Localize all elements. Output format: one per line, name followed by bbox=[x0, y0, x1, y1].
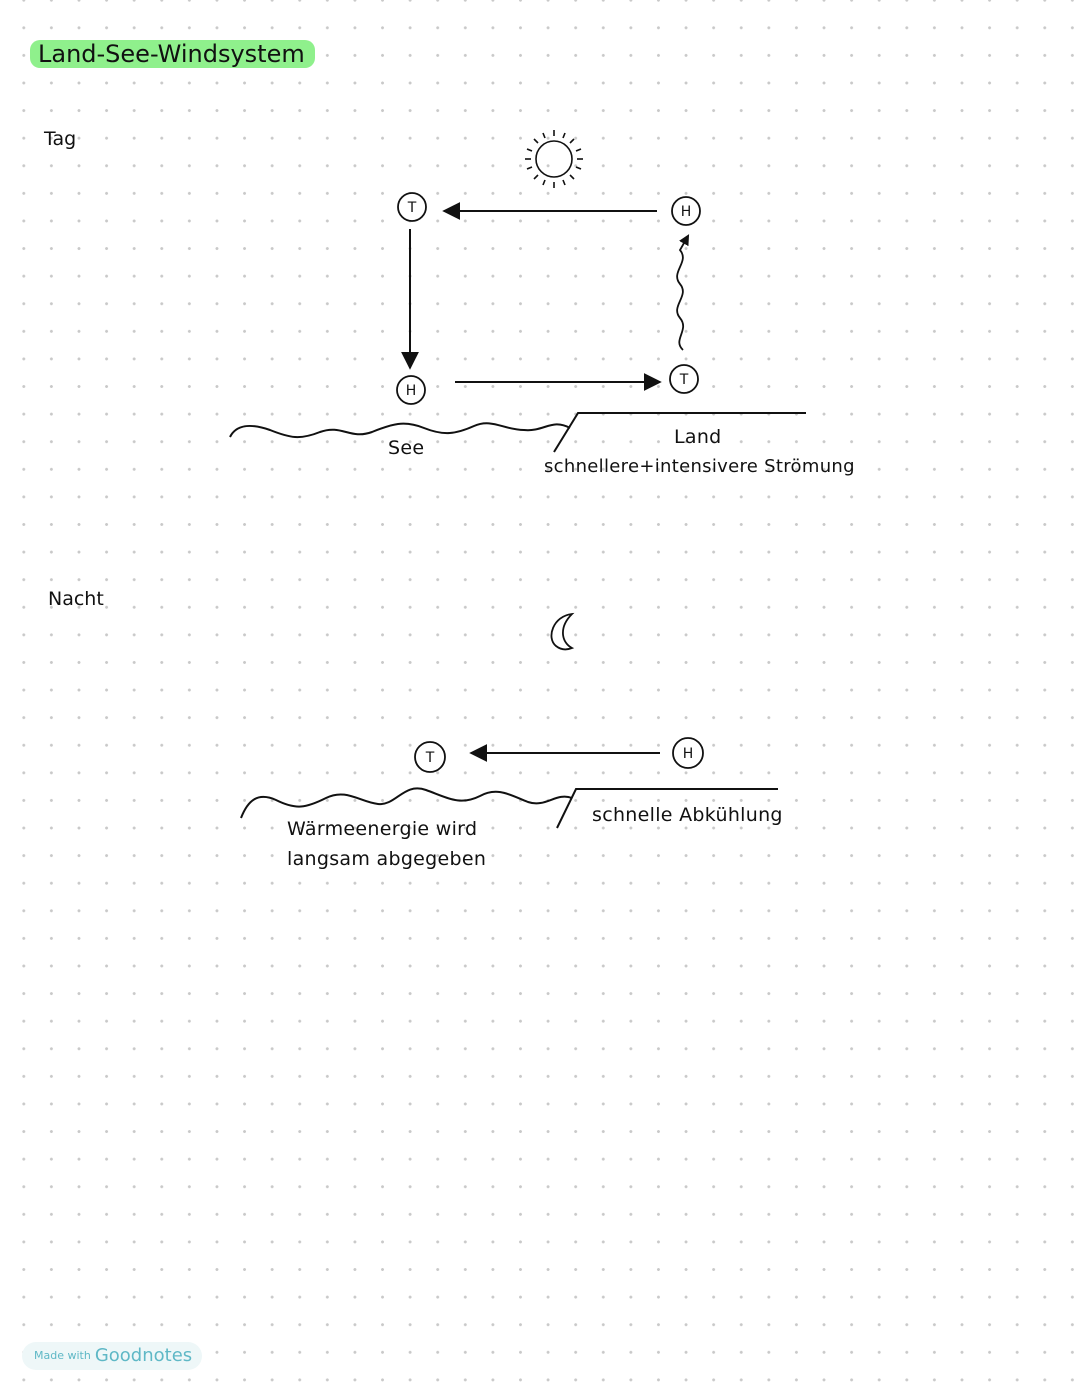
day-land-outline bbox=[553, 412, 806, 453]
day-sea-label: See bbox=[388, 437, 425, 459]
day-heading: Tag bbox=[44, 128, 77, 150]
night-sea-note-line2: langsam abgegeben bbox=[287, 848, 487, 870]
day-high-pressure-top-circle bbox=[671, 196, 701, 226]
moon-icon bbox=[550, 612, 575, 651]
day-top-right-pressure-label: H bbox=[681, 204, 692, 220]
day-bottom-right-pressure-label: T bbox=[679, 372, 689, 388]
night-left-pressure-label: T bbox=[425, 750, 435, 766]
night-low-pressure-circle bbox=[414, 741, 446, 773]
night-sea-note-line1: Wärmeenergie wird bbox=[287, 818, 478, 840]
day-low-pressure-bottom-circle bbox=[669, 364, 699, 394]
night-sea-wave bbox=[240, 787, 573, 819]
day-rising-air-arrow bbox=[676, 234, 690, 351]
day-land-label: Land bbox=[674, 426, 722, 448]
day-sea-wave bbox=[229, 422, 571, 438]
day-bottom-left-pressure-label: H bbox=[406, 383, 417, 399]
page-title: Land-See-Windsystem bbox=[30, 40, 315, 68]
night-land-outline bbox=[556, 788, 778, 829]
night-heading: Nacht bbox=[48, 588, 104, 610]
night-land-note: schnelle Abkühlung bbox=[592, 804, 783, 826]
day-high-pressure-bottom-circle bbox=[396, 375, 426, 405]
day-low-pressure-top-circle bbox=[397, 192, 427, 222]
day-land-note: schnellere+intensivere Strömung bbox=[544, 456, 855, 477]
sun-icon bbox=[525, 130, 583, 188]
night-high-pressure-circle bbox=[672, 737, 704, 769]
made-with-label: Made with bbox=[34, 1349, 91, 1362]
night-right-pressure-label: H bbox=[683, 746, 694, 762]
day-top-left-pressure-label: T bbox=[407, 200, 417, 216]
goodnotes-logo: Goodnotes bbox=[94, 1345, 193, 1366]
